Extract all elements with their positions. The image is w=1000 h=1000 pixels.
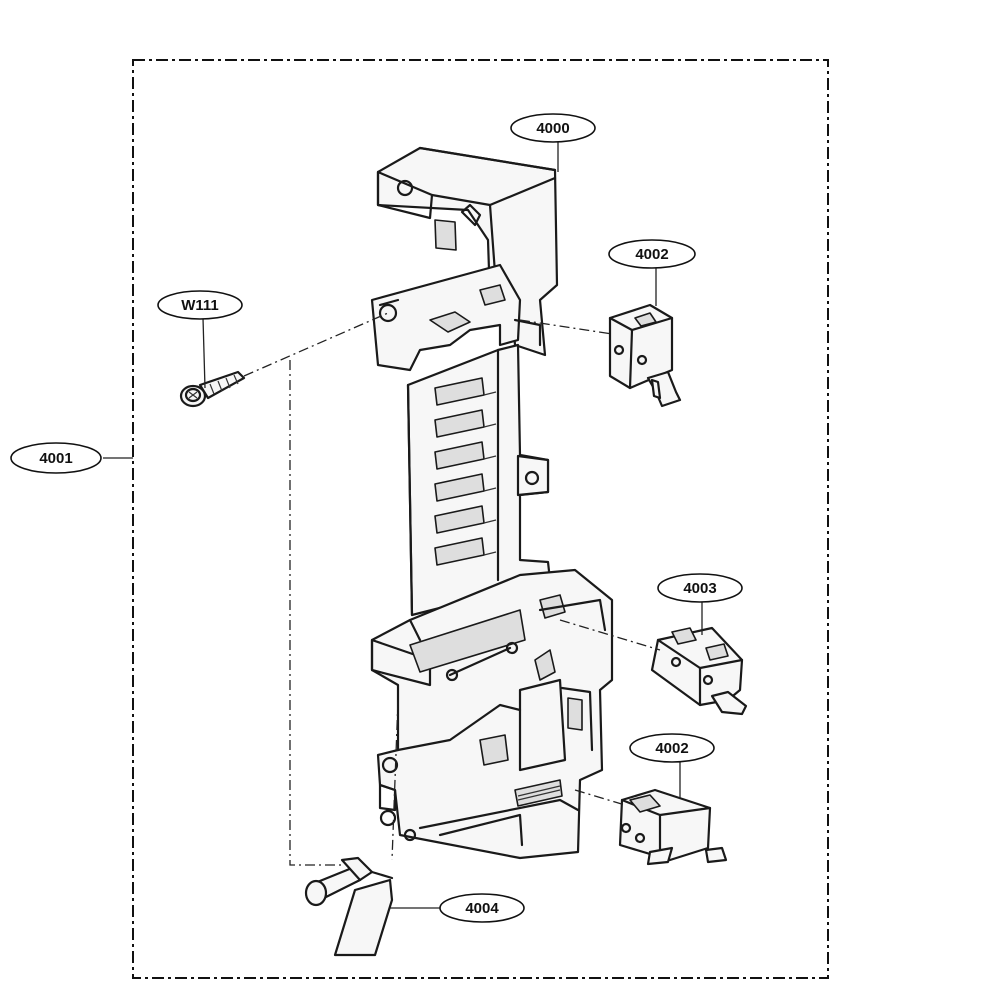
callout-w111: W111 [157,290,243,320]
callout-4000: 4000 [510,113,596,143]
callout-4002-bottom: 4002 [629,733,715,763]
lever-part [304,856,394,957]
callout-4003: 4003 [657,573,743,603]
assembly-lines [243,312,661,866]
callout-4002-top-text: 4002 [635,246,668,263]
switch-top-part [608,303,682,408]
callout-4002-top: 4002 [608,239,696,269]
callout-4002-bottom-text: 4002 [655,740,688,757]
switch-bottom-part [618,788,728,866]
callout-4001: 4001 [10,442,102,474]
latch-board-part [370,146,614,860]
spine-slots [434,377,497,566]
screw-part [179,370,246,408]
leader-lines [103,142,703,909]
callout-4001-text: 4001 [39,450,72,467]
assembly-frame [132,59,829,979]
callout-4000-text: 4000 [536,120,569,137]
callout-4004: 4004 [439,893,525,923]
callout-4003-text: 4003 [683,580,716,597]
callout-4004-text: 4004 [465,900,499,917]
switch-middle-part [650,626,748,716]
callout-w111-text: W111 [181,297,219,314]
